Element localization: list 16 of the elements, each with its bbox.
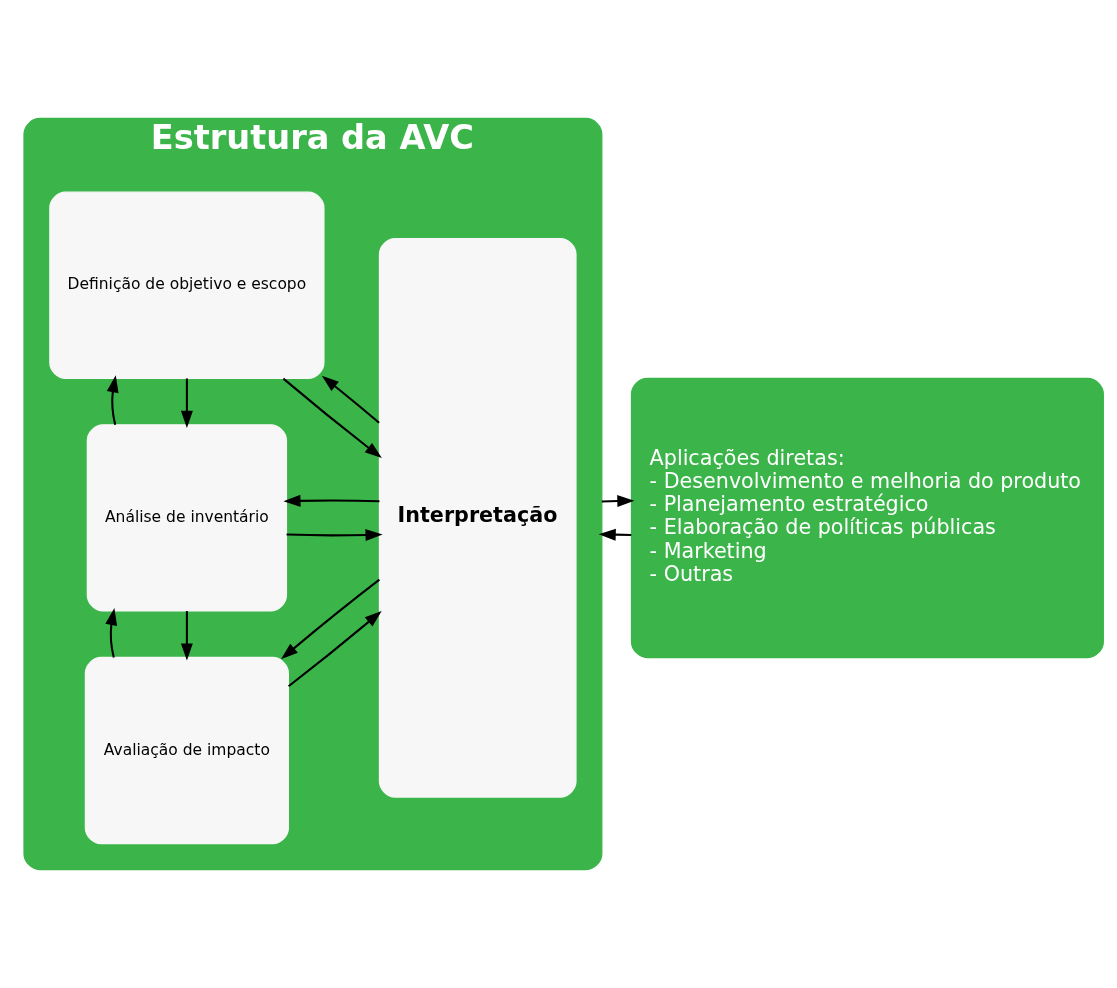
arrow [280, 578, 380, 660]
node-box: Interpretação [378, 238, 577, 798]
arrow [287, 610, 382, 688]
node-box: Definição de objetivo e escopo [49, 191, 325, 379]
arrow [105, 608, 118, 658]
arrow [286, 528, 383, 541]
node-box: Análise de inventário [86, 424, 288, 612]
arrow [180, 611, 193, 661]
arrow [106, 375, 119, 425]
node-box: Avaliação de impacto [84, 656, 289, 845]
arrow [282, 377, 382, 459]
arrow [601, 495, 635, 508]
arrow [321, 375, 380, 424]
arrow [180, 378, 193, 428]
node-box: Aplicações diretas: - Desenvolvimento e melhoria do produto - Planejamento estratégico - Elaboração de políticas públicas - Marketing - Outras [630, 377, 1104, 659]
arrow [283, 494, 380, 507]
